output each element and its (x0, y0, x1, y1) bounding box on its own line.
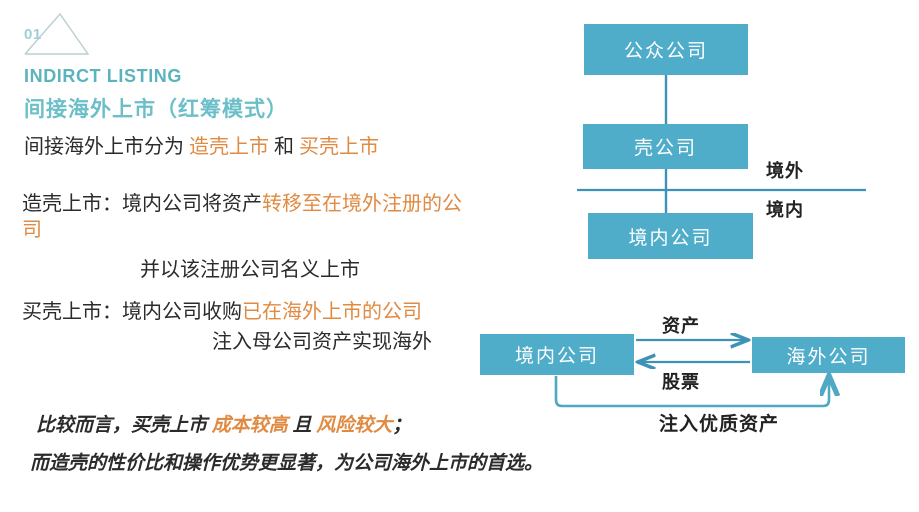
box-overseas-company: 海外公司 (752, 337, 905, 373)
body-line-5: 注入母公司资产实现海外 (212, 331, 432, 353)
conclusion-part-a: 比较而言，买壳上市 (36, 415, 212, 436)
body-line-1-part-a: 间接海外上市分为 (24, 136, 189, 158)
section-number: 01 (24, 26, 42, 43)
box-public-company: 公众公司 (584, 24, 748, 75)
conclusion-line-1: 比较而言，买壳上市 成本较高 且 风险较大； (36, 410, 411, 437)
body-line-4-part-a: 买壳上市：境内公司收购 (22, 301, 242, 323)
conclusion-part-c: ； (392, 415, 412, 436)
label-asset-flow: 资产 (662, 316, 700, 337)
body-line-1-part-b: 和 (269, 136, 299, 158)
conclusion-part-b: 且 (287, 415, 317, 436)
label-domestic-zone: 境内 (766, 200, 804, 221)
body-line-2-part-a: 造壳上市：境内公司将资产 (22, 193, 262, 215)
body-line-4-highlight: 已在海外上市的公司 (242, 301, 422, 323)
body-line-1-highlight-b: 买壳上市 (299, 136, 379, 158)
section-chinese-title: 间接海外上市（红筹模式） (24, 97, 288, 121)
body-line-2-continuation: 司 (22, 219, 42, 241)
box-domestic-company-top: 境内公司 (588, 213, 753, 259)
label-inject-quality-asset: 注入优质资产 (659, 413, 780, 435)
box-shell-company: 壳公司 (583, 124, 748, 169)
box-domestic-company-bottom: 境内公司 (480, 334, 634, 375)
conclusion-highlight-a: 成本较高 (211, 415, 288, 436)
conclusion-highlight-b: 风险较大 (316, 415, 393, 436)
body-line-1-highlight-a: 造壳上市 (189, 136, 269, 158)
conclusion-line-2: 而造壳的性价比和操作优势更显著，为公司海外上市的首选。 (30, 453, 544, 474)
label-overseas-zone: 境外 (766, 161, 804, 182)
section-english-title: INDIRCT LISTING (24, 66, 182, 86)
body-line-1: 间接海外上市分为 造壳上市 和 买壳上市 (24, 135, 379, 159)
body-line-2: 造壳上市：境内公司将资产转移至在境外注册的公 (22, 192, 462, 216)
body-line-4: 买壳上市：境内公司收购已在海外上市的公司 (22, 300, 422, 324)
body-line-3: 并以该注册公司名义上市 (140, 259, 360, 281)
body-line-2-highlight: 转移至在境外注册的公 (262, 193, 462, 215)
header-triangle-decoration (24, 12, 90, 55)
label-stock-flow: 股票 (662, 372, 700, 393)
